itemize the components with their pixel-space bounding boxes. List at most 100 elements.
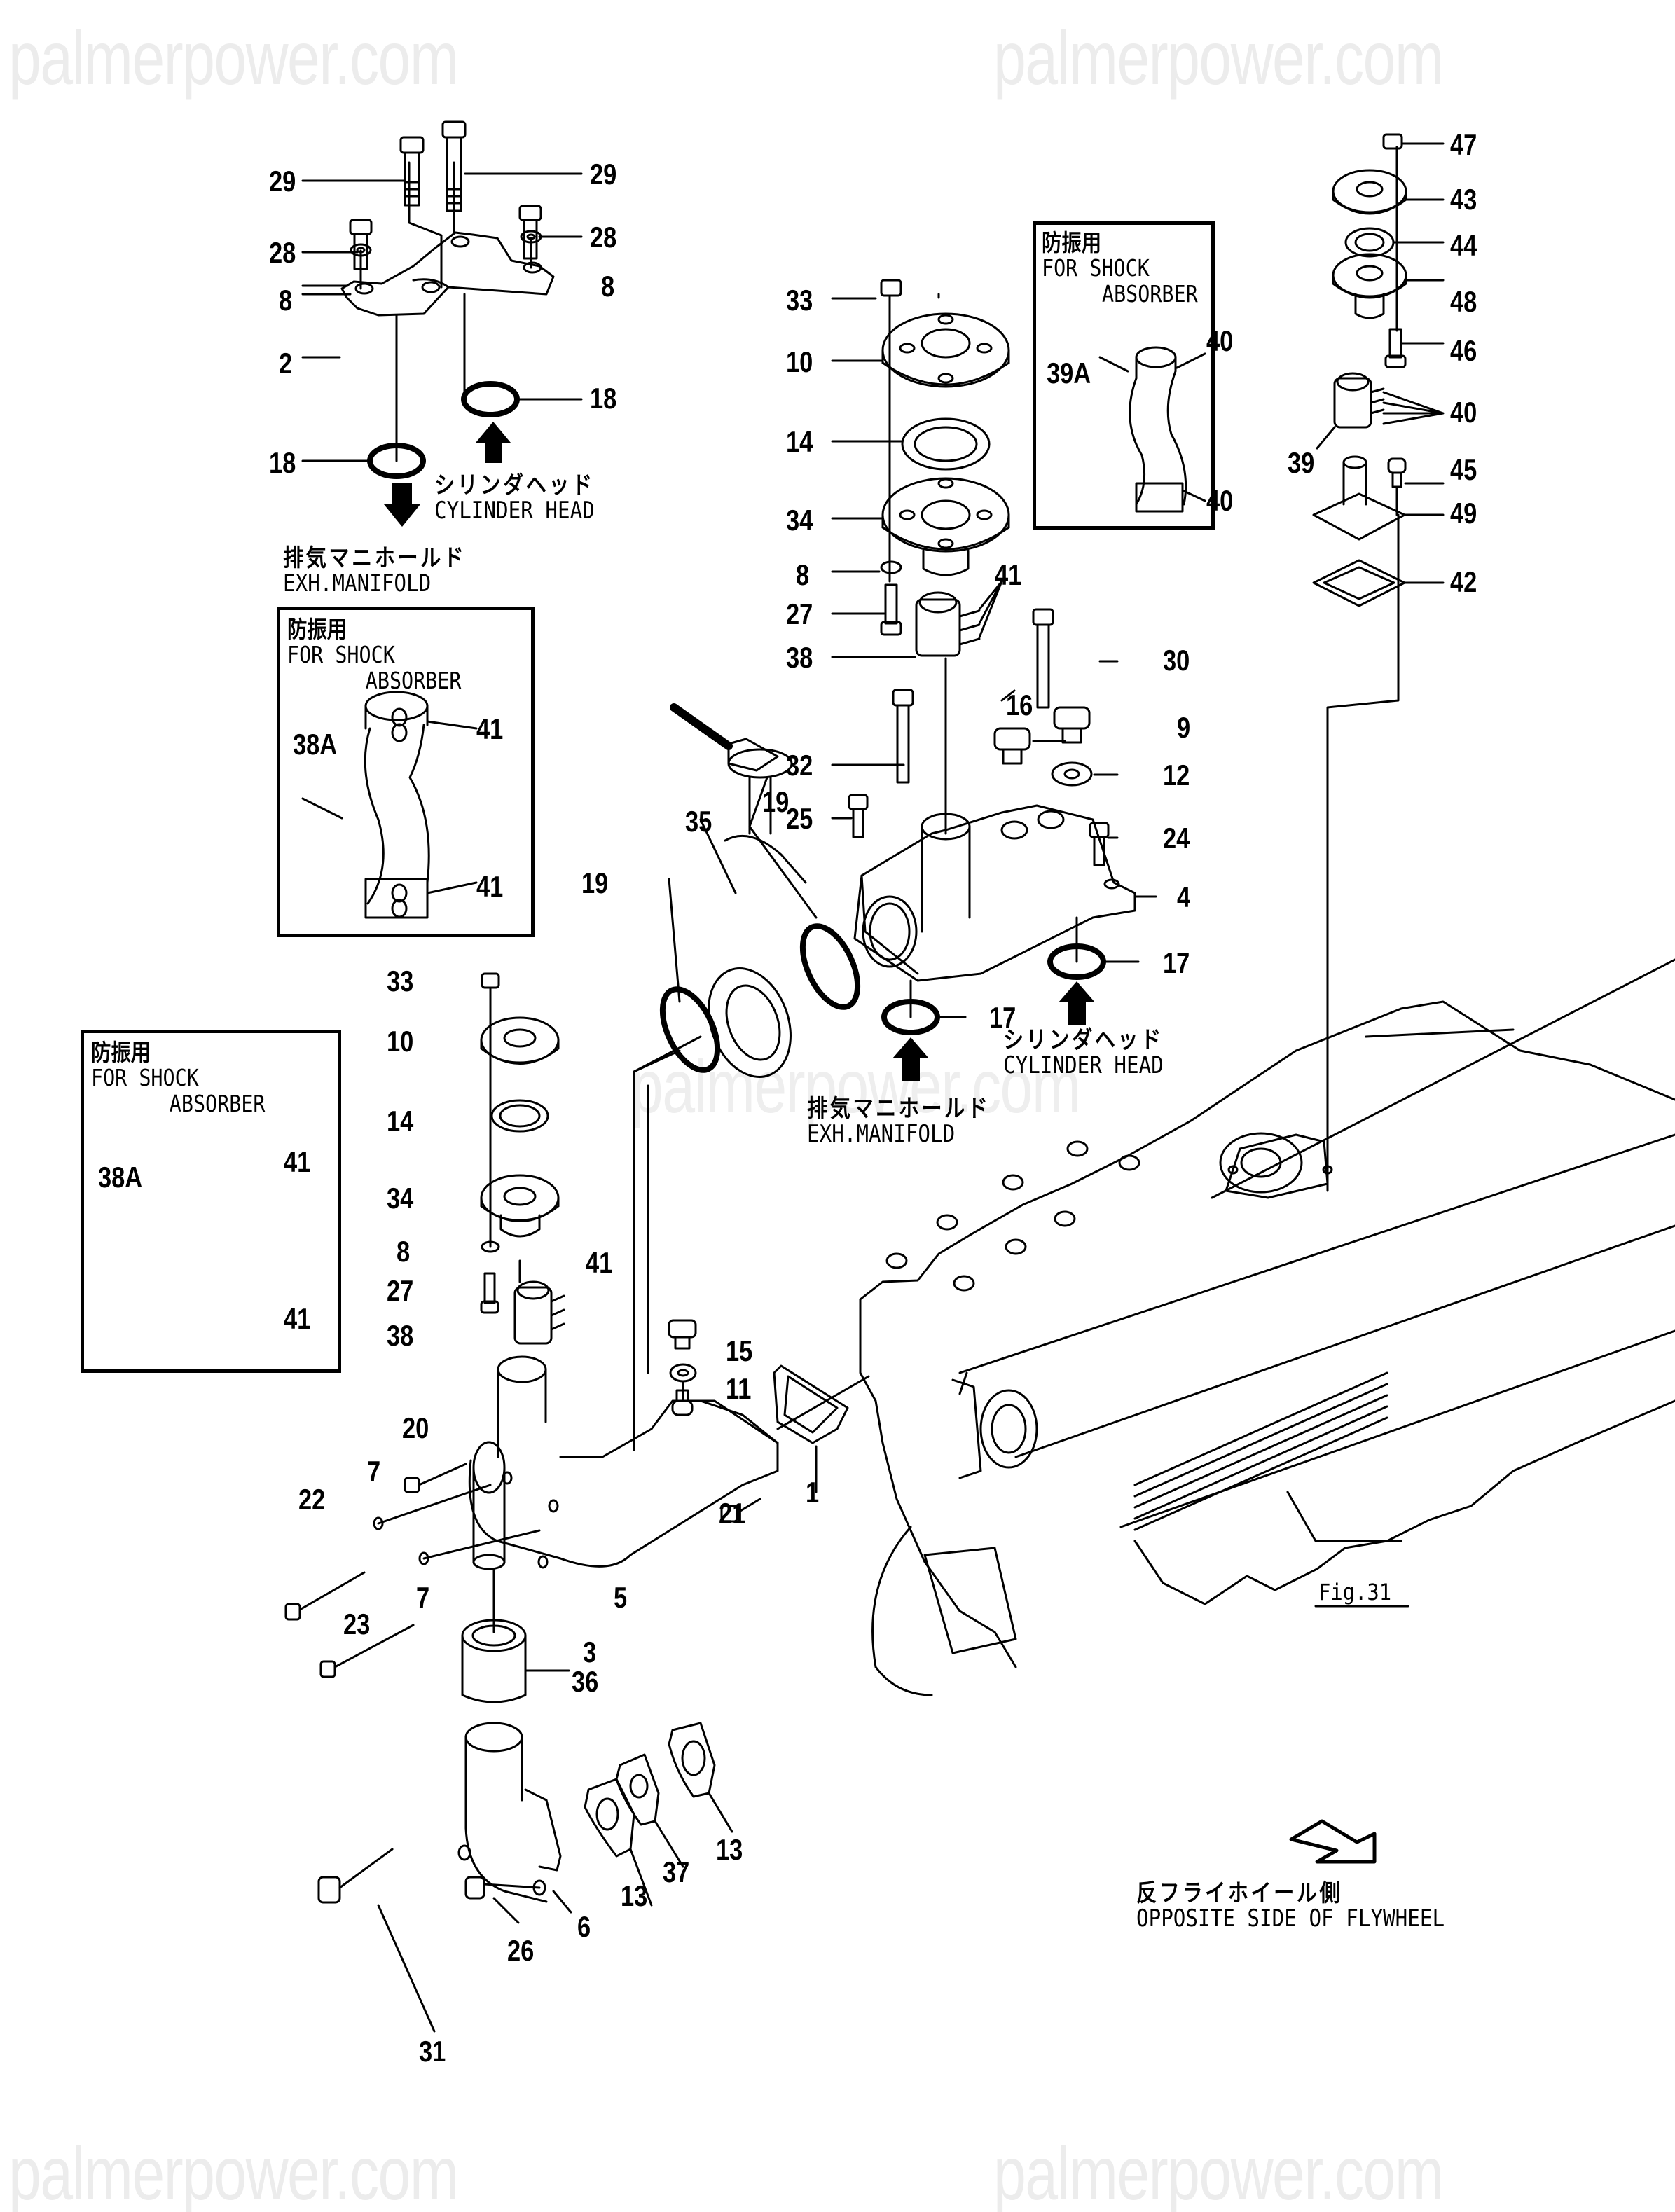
shock-absorber-box-right: 防振用 FOR SHOCK ABSORBER <box>1033 221 1215 530</box>
flange-stack-right <box>1312 133 1445 1192</box>
callout-49: 49 <box>1450 497 1477 530</box>
callout-35: 35 <box>685 805 712 838</box>
callout-27: 27 <box>786 597 813 630</box>
box-title-en: FOR SHOCK <box>91 1064 199 1092</box>
callout-24: 24 <box>1163 822 1190 855</box>
note-exh-manifold-mid: 排気マニホールド EXH.MANIFOLD <box>807 1095 991 1148</box>
shock-absorber-box-left-lower: 防振用 FOR SHOCK ABSORBER <box>81 1030 341 1373</box>
callout-2: 2 <box>279 347 293 380</box>
callout-34: 34 <box>786 504 813 537</box>
callout-1: 1 <box>806 1476 820 1509</box>
manifold-part-4 <box>848 608 1136 982</box>
callout-46: 46 <box>1450 334 1477 367</box>
callout-47: 47 <box>1450 128 1477 161</box>
box-title-en-2: ABSORBER <box>1102 279 1198 307</box>
shock-absorber-box-left-upper: 防振用 FOR SHOCK ABSORBER <box>277 607 535 937</box>
o-ring-19-inner <box>799 923 861 1010</box>
callout-41: 41 <box>586 1246 613 1279</box>
callout-32: 32 <box>786 749 813 782</box>
note-jp: 排気マニホールド <box>807 1095 991 1123</box>
callout-38: 38 <box>786 641 813 674</box>
callout-30: 30 <box>1163 644 1190 677</box>
watermark: palmerpower.com <box>8 2131 459 2212</box>
flange-stack-center <box>880 279 1010 835</box>
callout-18: 18 <box>590 382 617 415</box>
box-title-jp: 防振用 <box>287 616 347 643</box>
note-en: EXH.MANIFOLD <box>283 569 432 597</box>
callout-7: 7 <box>367 1455 381 1488</box>
callout-25: 25 <box>786 802 813 835</box>
note-jp: 排気マニホールド <box>283 544 467 572</box>
callout-33: 33 <box>387 965 414 997</box>
callout-8: 8 <box>601 270 615 303</box>
arrow-up-icon <box>1059 981 1095 1025</box>
callout-41: 41 <box>476 870 504 903</box>
callout-34: 34 <box>387 1182 414 1215</box>
callout-28: 28 <box>269 236 296 269</box>
watermark: palmerpower.com <box>630 1044 1081 1128</box>
callout-10: 10 <box>786 345 813 378</box>
box-title-en: FOR SHOCK <box>287 641 395 669</box>
note-en: CYLINDER HEAD <box>1003 1051 1164 1079</box>
callout-38A: 38A <box>98 1161 143 1194</box>
callout-6: 6 <box>577 1910 591 1943</box>
watermark: palmerpower.com <box>993 2131 1444 2212</box>
flex-hose-38A-top <box>301 691 478 919</box>
callout-39A: 39A <box>1047 357 1091 389</box>
callout-10: 10 <box>387 1025 414 1058</box>
callout-41: 41 <box>995 558 1022 591</box>
callout-42: 42 <box>1450 565 1477 598</box>
callout-5: 5 <box>614 1581 628 1614</box>
callout-29: 29 <box>269 165 296 198</box>
callout-41: 41 <box>476 712 504 745</box>
lower-elbow-part-6 <box>317 1722 733 2033</box>
note-en: EXH.MANIFOLD <box>807 1119 956 1148</box>
callout-26: 26 <box>507 1934 535 1967</box>
note-opposite-side-flywheel: 反フライホイール側 OPPOSITE SIDE OF FLYWHEEL <box>1136 1881 1445 1931</box>
callout-27: 27 <box>387 1274 414 1307</box>
watermark: palmerpower.com <box>993 15 1444 100</box>
fig-ref-link[interactable]: Fig.31 <box>1318 1579 1392 1605</box>
callout-40: 40 <box>1206 484 1234 517</box>
bolts-lower <box>284 1463 761 1678</box>
callout-19: 19 <box>762 785 790 818</box>
callout-43: 43 <box>1450 183 1477 216</box>
callout-8: 8 <box>397 1235 411 1268</box>
callout-8: 8 <box>796 558 810 591</box>
callout-13: 13 <box>716 1833 743 1866</box>
callout-14: 14 <box>387 1105 414 1138</box>
box-title-en: FOR SHOCK <box>1042 254 1150 282</box>
callout-3: 3 <box>583 1636 597 1668</box>
box-title-en-2: ABSORBER <box>365 666 462 694</box>
callout-12: 12 <box>1163 759 1190 792</box>
box-title-jp: 防振用 <box>91 1039 151 1066</box>
callout-15: 15 <box>726 1334 753 1367</box>
callout-22: 22 <box>298 1483 326 1516</box>
o-ring-19-outer <box>659 986 721 1073</box>
callout-28: 28 <box>590 221 617 254</box>
direction-arrow-icon <box>1289 1819 1377 1864</box>
flex-hose-39A <box>1098 346 1206 513</box>
sleeve-part-3-36 <box>461 1568 570 1703</box>
box-title-jp: 防振用 <box>1042 229 1102 256</box>
callout-16: 16 <box>1006 689 1033 721</box>
note-en: OPPOSITE SIDE OF FLYWHEEL <box>1136 1904 1445 1933</box>
callout-18: 18 <box>269 446 296 479</box>
callout-31: 31 <box>419 2035 446 2068</box>
callout-19: 19 <box>581 866 609 899</box>
note-jp: シリンダヘッド <box>1003 1026 1164 1054</box>
engine-bolts <box>885 1140 1140 1292</box>
callout-45: 45 <box>1450 453 1477 486</box>
arrow-up-icon <box>892 1037 929 1081</box>
callout-39: 39 <box>1288 446 1315 479</box>
callout-29: 29 <box>590 158 617 191</box>
callout-36: 36 <box>572 1665 599 1698</box>
note-en: CYLINDER HEAD <box>434 496 595 525</box>
engine-block <box>859 958 1675 1696</box>
callout-17: 17 <box>1163 946 1190 979</box>
callout-14: 14 <box>786 425 813 458</box>
note-jp: 反フライホイール側 <box>1136 1879 1343 1907</box>
o-ring-18-right <box>461 381 520 417</box>
